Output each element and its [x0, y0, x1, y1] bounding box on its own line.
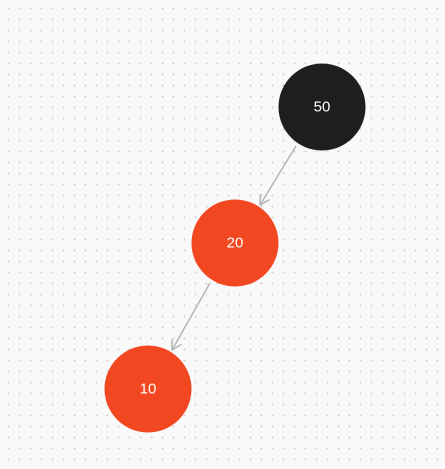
edge-20-to-10: [171, 282, 211, 351]
edge-50-to-20: [259, 145, 297, 206]
tree-node-20[interactable]: 20: [191, 199, 279, 287]
node-value-label: 20: [227, 235, 244, 252]
tree-node-10[interactable]: 10: [104, 345, 192, 433]
node-circle-red: [191, 199, 279, 287]
node-value-label: 50: [314, 99, 331, 116]
nodes-layer: 50 20 10: [104, 63, 366, 433]
edges-layer: [171, 145, 297, 351]
node-circle-red: [104, 345, 192, 433]
node-circle-black: [278, 63, 366, 151]
node-value-label: 10: [140, 381, 157, 398]
tree-node-50[interactable]: 50: [278, 63, 366, 151]
